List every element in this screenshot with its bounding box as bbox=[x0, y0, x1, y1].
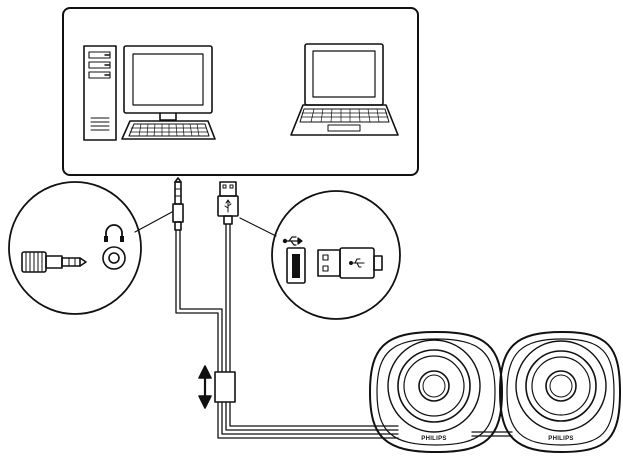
headphone-icon bbox=[106, 225, 122, 238]
desktop-monitor bbox=[124, 46, 212, 120]
right-speaker-brand: PHILIPS bbox=[548, 436, 573, 442]
audio-jack-plug bbox=[173, 178, 183, 230]
left-speaker bbox=[370, 332, 502, 452]
audio-detail-circle bbox=[9, 182, 141, 314]
usb-detail-circle bbox=[272, 191, 400, 319]
usb-icon bbox=[283, 237, 302, 245]
audio-callout-line bbox=[135, 212, 172, 232]
right-speaker bbox=[500, 332, 620, 452]
audio-cable bbox=[176, 230, 222, 372]
speaker-cables bbox=[218, 402, 512, 438]
adjust-arrow-icon bbox=[199, 366, 211, 408]
audio-socket bbox=[103, 247, 125, 269]
left-speaker-brand: PHILIPS bbox=[421, 436, 446, 442]
usb-callout-line bbox=[240, 218, 276, 236]
desktop-keyboard bbox=[122, 121, 215, 139]
laptop bbox=[291, 44, 398, 135]
usb-connector-closeup bbox=[318, 248, 382, 278]
desktop-tower bbox=[84, 46, 116, 140]
cable-splitter bbox=[215, 372, 235, 402]
usb-cable bbox=[226, 224, 230, 372]
usb-plug bbox=[218, 182, 238, 224]
audio-plug-closeup bbox=[22, 252, 86, 272]
